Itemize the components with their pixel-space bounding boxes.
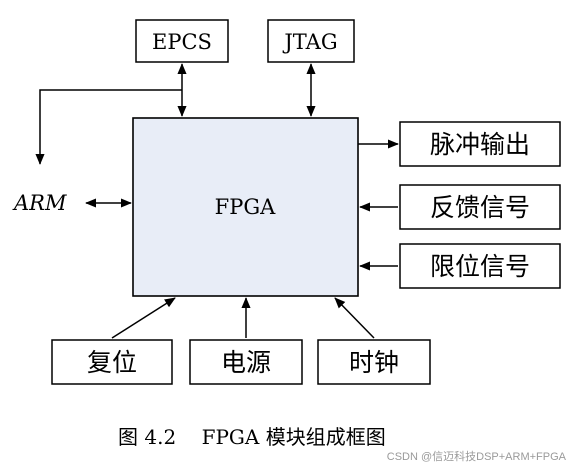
power-label: 电源: [221, 348, 271, 377]
arm-label: ARM: [12, 191, 67, 215]
epcs-block: EPCS: [135, 19, 229, 63]
reset-arrow: [111, 297, 176, 339]
clock-block: 时钟: [317, 339, 431, 385]
limit-signal-label: 限位信号: [430, 252, 530, 281]
epcs-label: EPCS: [152, 30, 212, 54]
clock-arrow: [334, 297, 375, 339]
clock-label: 时钟: [349, 348, 399, 377]
reset-label: 复位: [87, 348, 137, 377]
epcs-arm-arrow: [35, 89, 182, 165]
jtag-block: JTAG: [267, 19, 355, 63]
figure-caption: 图 4.2 FPGA 模块组成框图: [118, 425, 386, 449]
power-block: 电源: [189, 339, 303, 385]
watermark: CSDN @信迈科技DSP+ARM+FPGA: [387, 449, 567, 463]
limit-signal-block: 限位信号: [399, 243, 561, 289]
jtag-label: JTAG: [282, 30, 337, 54]
reset-block: 复位: [51, 339, 173, 385]
pulse-output-label: 脉冲输出: [430, 130, 530, 159]
fpga-block: FPGA: [132, 117, 359, 297]
fpga-label: FPGA: [215, 195, 276, 219]
feedback-signal-block: 反馈信号: [399, 184, 561, 230]
feedback-signal-label: 反馈信号: [430, 193, 530, 222]
pulse-output-block: 脉冲输出: [399, 121, 561, 167]
